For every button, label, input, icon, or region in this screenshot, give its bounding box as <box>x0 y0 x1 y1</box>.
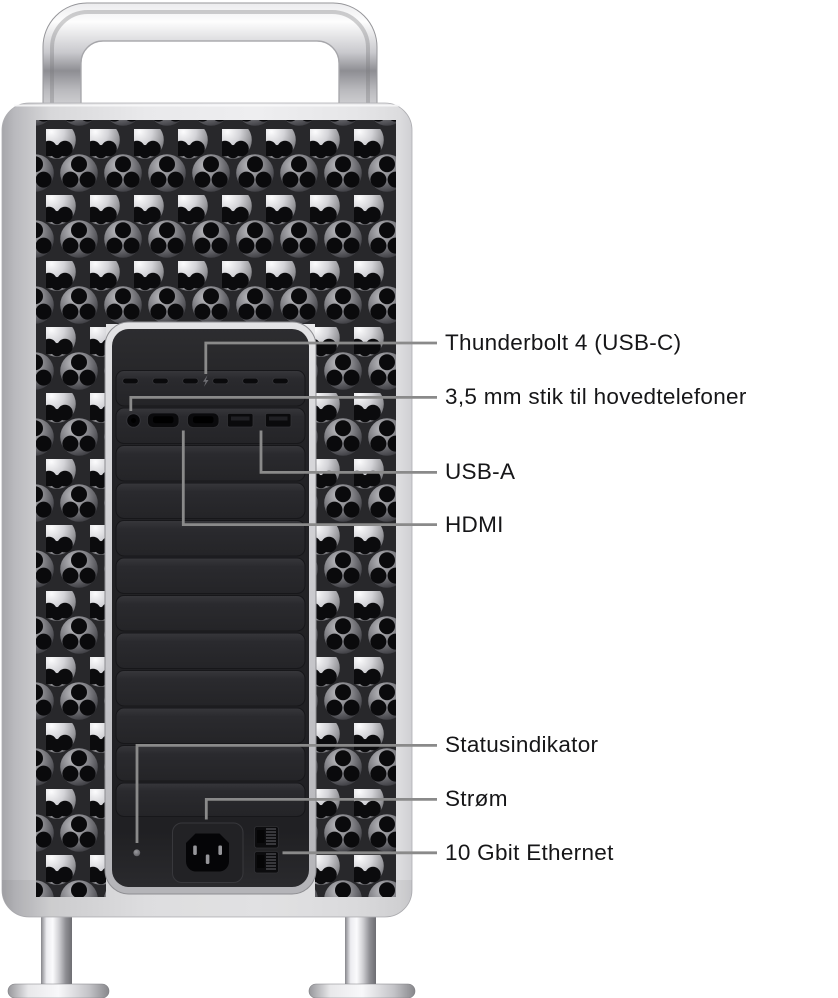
vent-lattice <box>36 120 396 897</box>
foot-left <box>7 908 110 998</box>
callout-label-status: Statusindikator <box>445 732 599 757</box>
usb-c-port <box>272 377 289 385</box>
callout-line-usb-a <box>259 430 437 474</box>
callout-line-thunderbolt <box>204 341 437 374</box>
callout-line-status <box>135 744 437 843</box>
usb-c-port <box>182 377 199 385</box>
expansion-slats <box>115 370 306 817</box>
ethernet-port <box>254 826 279 849</box>
usb-c-port <box>152 377 169 385</box>
usb-c-port <box>122 377 139 385</box>
callout-line-hdmi <box>181 430 437 526</box>
callout-label-hdmi: HDMI <box>445 512 504 537</box>
io-row-2 <box>126 412 292 428</box>
foot-right <box>308 908 416 998</box>
usb-c-ports <box>122 375 289 387</box>
callout-line-headphones <box>129 396 437 411</box>
callout-label-power: Strøm <box>445 786 508 811</box>
usb-c-port <box>212 377 229 385</box>
handle <box>42 2 378 121</box>
callout-label-headphones: 3,5 mm stik til hovedtelefoner <box>445 384 747 409</box>
ethernet-port <box>254 851 279 874</box>
lightning-bolt-icon <box>203 375 209 387</box>
callout-line-power <box>204 798 437 820</box>
callout-label-thunderbolt: Thunderbolt 4 (USB-C) <box>445 330 682 355</box>
usb-a-port <box>265 413 292 428</box>
callout-lines <box>129 341 437 855</box>
usb-a-port <box>227 413 254 428</box>
status-led <box>133 849 141 857</box>
power-inlet <box>172 822 244 883</box>
hdmi-port <box>147 412 180 428</box>
usb-c-port <box>242 377 259 385</box>
hdmi-port <box>187 412 220 428</box>
callout-label-ethernet: 10 Gbit Ethernet <box>445 840 614 865</box>
callout-label-usb-a: USB-A <box>445 459 516 484</box>
